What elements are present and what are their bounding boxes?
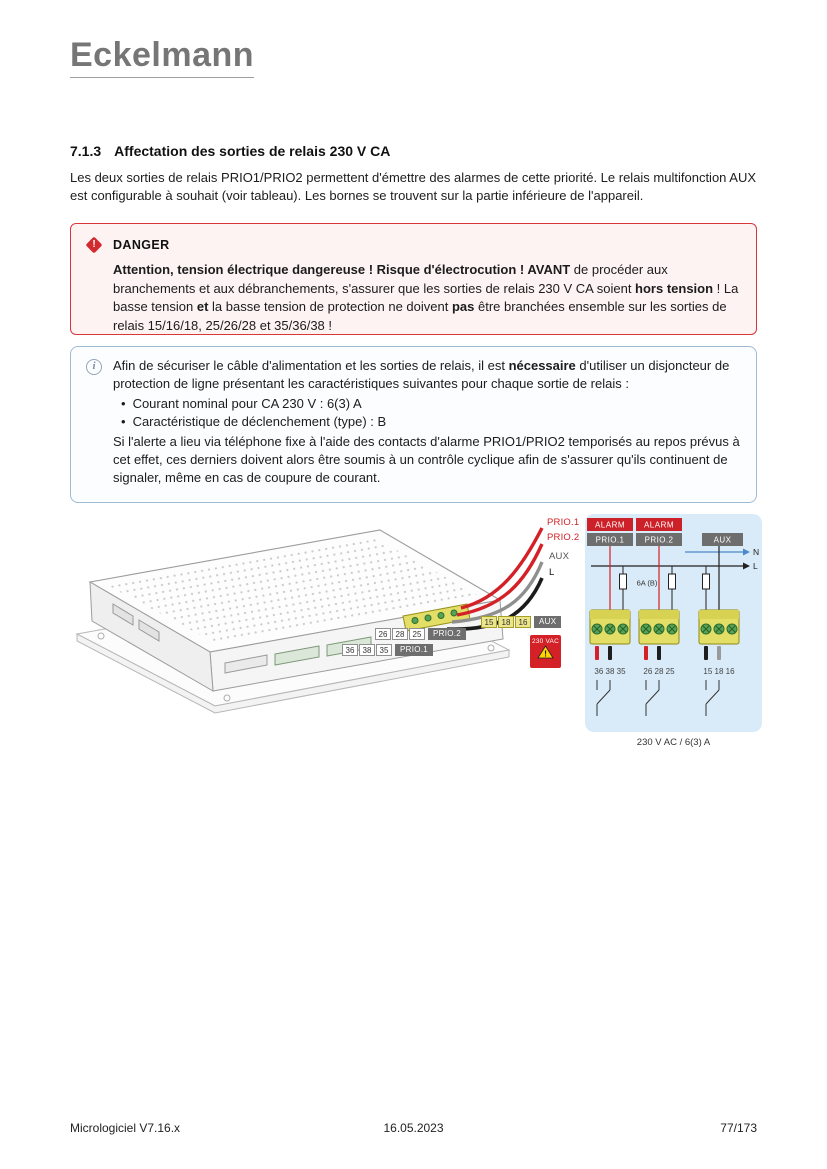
- footer-page-number: 77/173: [720, 1121, 757, 1135]
- relay-tag-aux: AUX: [534, 616, 562, 628]
- section-title: Affectation des sorties de relais 230 V …: [114, 142, 391, 159]
- info-content: Afin de sécuriser le câble d'alimentatio…: [113, 357, 746, 488]
- relay-tag-prio2: PRIO.2: [428, 628, 467, 640]
- neutral-line: N: [685, 547, 759, 557]
- arrow-right-icon: [743, 562, 750, 570]
- terminal-cell: 26: [375, 628, 391, 640]
- terminal-cell: 38: [359, 644, 375, 656]
- wire-label-l: L: [549, 567, 555, 578]
- voltage-warning-text: 230 VAC: [532, 638, 559, 645]
- info-paragraph-1: Afin de sécuriser le câble d'alimentatio…: [113, 358, 730, 392]
- alarm-badges: ALARM ALARM: [587, 518, 682, 531]
- warning-triangle-icon: !: [537, 645, 554, 659]
- prio1-wire: [460, 527, 544, 610]
- danger-content: DANGER Attention, tension électrique dan…: [113, 236, 746, 334]
- schematic-caption: 230 V AC / 6(3) A: [636, 737, 711, 748]
- relay-contact-symbol: [596, 680, 611, 716]
- schematic-panel: ALARM ALARM PRIO.1 PRIO.2 AUX N: [585, 514, 762, 732]
- section-number: 7.1.3: [70, 142, 102, 159]
- arrow-right-icon: [743, 548, 750, 556]
- wire-label-prio2: PRIO.2: [547, 532, 580, 543]
- danger-box: ! DANGER Attention, tension électrique d…: [70, 223, 757, 335]
- relay-box-prio2: PRIO.2: [645, 536, 674, 545]
- footer-date: 16.05.2023: [383, 1121, 444, 1135]
- terminal-block-aux: [698, 609, 740, 645]
- eckelmann-logo: Eckelmann: [70, 37, 255, 78]
- relay-box-aux: AUX: [714, 536, 732, 545]
- danger-body: Attention, tension électrique dangereuse…: [113, 262, 739, 333]
- danger-icon: !: [85, 236, 106, 256]
- relay-contact-symbols: [596, 680, 720, 716]
- wire-label-prio1: PRIO.1: [547, 517, 580, 528]
- terminal-blocks: [589, 609, 740, 645]
- terminal-strip: [224, 654, 268, 674]
- fuse-symbols: 6A (B): [619, 573, 710, 590]
- relay-name-boxes: PRIO.1 PRIO.2 AUX: [587, 533, 743, 546]
- wire-label-aux: AUX: [549, 551, 570, 562]
- relay-box-prio1: PRIO.1: [596, 536, 625, 545]
- fuse-rating-label: 6A (B): [637, 579, 658, 588]
- bullet-item: Caractéristique de déclenchement (type) …: [119, 413, 746, 431]
- terminal-numbers-prio1: 36 38 35: [594, 667, 626, 676]
- terminal-cell: 28: [392, 628, 408, 640]
- terminal-strip: [274, 645, 320, 666]
- relay-tag-prio1: PRIO.1: [395, 644, 434, 656]
- aux-wire: [451, 561, 544, 624]
- terminal-cell: 18: [498, 616, 514, 628]
- prio2-wire: [456, 543, 544, 617]
- footer-firmware-version: Micrologiciel V7.16.x: [70, 1121, 181, 1135]
- svg-text:!: !: [544, 649, 547, 659]
- db9-connector: [138, 619, 160, 642]
- terminal-numbers-prio2: 26 28 25: [643, 667, 675, 676]
- terminal-cell: 35: [376, 644, 392, 656]
- schematic-drawing: ALARM ALARM PRIO.1 PRIO.2 AUX N: [587, 518, 759, 716]
- alarm-badge-2: ALARM: [644, 521, 674, 530]
- terminal-cell: 36: [342, 644, 358, 656]
- terminal-block-prio1: [589, 609, 631, 645]
- terminal-cell: 15: [481, 616, 497, 628]
- fuse-symbol: [702, 573, 710, 590]
- terminal-cell: 16: [515, 616, 531, 628]
- relay-contact-symbol: [645, 680, 660, 716]
- fuse-symbol: [668, 573, 676, 590]
- neutral-label: N: [753, 547, 759, 557]
- relay-contact-symbol: [705, 680, 720, 716]
- info-paragraph-2: Si l'alerte a lieu via téléphone fixe à …: [113, 433, 740, 486]
- terminal-block-prio2: [638, 609, 680, 645]
- intro-paragraph: Les deux sorties de relais PRIO1/PRIO2 p…: [70, 170, 757, 204]
- db9-connector: [112, 603, 134, 626]
- terminal-cell: 25: [409, 628, 425, 640]
- alarm-badge-1: ALARM: [595, 521, 625, 530]
- bullet-item: Courant nominal pour CA 230 V : 6(3) A: [119, 395, 746, 413]
- info-icon: i: [86, 359, 106, 379]
- perforated-top: [105, 537, 483, 644]
- terminal-numbers-aux: 15 18 16: [703, 667, 735, 676]
- info-bullet-list: Courant nominal pour CA 230 V : 6(3) A C…: [113, 395, 746, 432]
- device-illustration: [75, 527, 544, 714]
- fuse-symbol: [619, 573, 627, 590]
- section-heading: 7.1.3 Affectation des sorties de relais 2…: [70, 143, 390, 159]
- info-box: i Afin de sécuriser le câble d'alimentat…: [70, 346, 757, 503]
- danger-title: DANGER: [113, 238, 170, 252]
- line-l: L: [591, 561, 758, 571]
- wire-stubs: [595, 646, 721, 660]
- line-label: L: [753, 561, 758, 571]
- voltage-warning-badge: 230 VAC !: [530, 635, 561, 668]
